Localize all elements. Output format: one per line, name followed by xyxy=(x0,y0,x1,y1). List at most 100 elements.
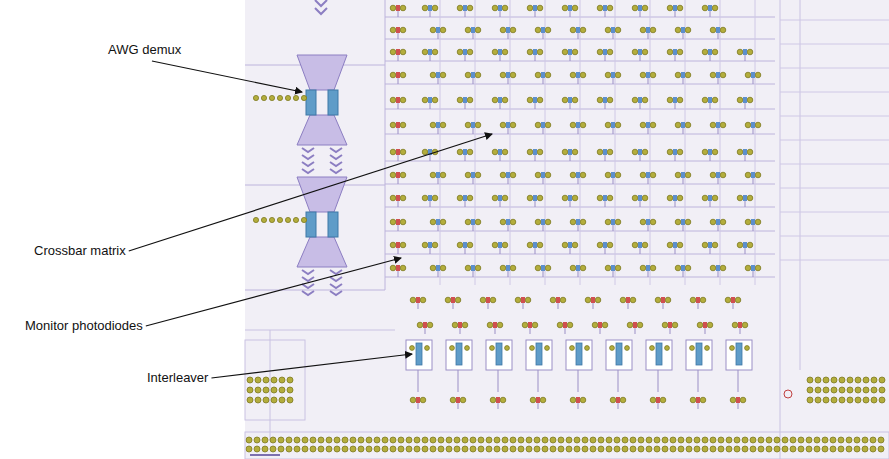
bond-pad xyxy=(410,397,416,403)
bond-pad xyxy=(590,437,596,443)
bond-pad xyxy=(430,446,436,452)
bond-pad xyxy=(285,95,290,100)
bond-pad xyxy=(615,219,621,225)
interleaver-coupler xyxy=(416,343,422,365)
bond-pad xyxy=(814,446,820,452)
waveguide xyxy=(615,0,616,285)
bond-pad xyxy=(870,446,876,452)
cell-core xyxy=(673,242,677,248)
bond-pad xyxy=(475,265,481,271)
bond-pad xyxy=(737,195,743,201)
bond-pad xyxy=(595,297,601,303)
bond-pad xyxy=(271,397,277,403)
bond-pad xyxy=(432,97,438,103)
cell-core xyxy=(396,219,400,225)
bond-pad xyxy=(572,5,578,11)
cell-core xyxy=(743,49,747,55)
bond-pad xyxy=(798,437,804,443)
bond-pad xyxy=(580,397,586,403)
bond-pad xyxy=(570,346,575,351)
bond-pad xyxy=(702,5,708,11)
bond-pad xyxy=(545,219,551,225)
bond-pad xyxy=(510,72,516,78)
bond-pad xyxy=(271,387,277,393)
bond-pad xyxy=(878,446,884,452)
cell-core xyxy=(638,97,642,103)
bond-pad xyxy=(310,446,316,452)
bond-pad xyxy=(871,397,877,403)
bond-pad xyxy=(806,437,812,443)
bond-pad xyxy=(400,219,406,225)
bond-pad xyxy=(640,122,646,128)
bond-pad xyxy=(610,397,616,403)
interleaver-frame xyxy=(686,340,712,370)
cell-core xyxy=(661,297,665,303)
cell-core xyxy=(541,172,545,178)
bond-pad xyxy=(475,122,481,128)
chip-ground xyxy=(245,0,889,459)
bond-pad xyxy=(465,172,471,178)
bond-pad xyxy=(750,446,756,452)
bond-pad xyxy=(830,437,836,443)
bond-pad xyxy=(527,49,533,55)
bond-pad xyxy=(755,265,761,271)
interleaver-coupler xyxy=(736,343,742,365)
bond-pad xyxy=(450,346,455,351)
bond-pad xyxy=(742,446,748,452)
cell-core xyxy=(656,397,660,403)
bond-pad xyxy=(502,446,508,452)
bond-pad xyxy=(870,437,876,443)
bond-pad xyxy=(263,397,269,403)
bond-pad xyxy=(592,322,598,328)
bond-pad xyxy=(625,346,630,351)
bond-pad xyxy=(790,446,796,452)
bond-pad xyxy=(702,437,708,443)
bond-pad xyxy=(622,437,628,443)
leader-arrow xyxy=(129,134,492,251)
bond-pad xyxy=(510,437,516,443)
bond-pad xyxy=(712,97,718,103)
bond-pad xyxy=(398,446,404,452)
cell-core xyxy=(708,49,712,55)
bond-pad xyxy=(566,446,572,452)
bond-pad xyxy=(863,397,869,403)
bond-pad xyxy=(685,219,691,225)
bond-pad xyxy=(642,49,648,55)
bond-pad xyxy=(702,97,708,103)
cell-core xyxy=(568,97,572,103)
bond-pad xyxy=(475,72,481,78)
cell-core xyxy=(423,322,427,328)
cell-core xyxy=(598,322,602,328)
bond-pad xyxy=(286,437,292,443)
bond-pad xyxy=(580,27,586,33)
bond-pad xyxy=(654,446,660,452)
bond-pad xyxy=(486,437,492,443)
bond-pad xyxy=(390,195,396,201)
bond-pad xyxy=(537,149,543,155)
bond-pad xyxy=(390,265,396,271)
bond-pad xyxy=(500,72,506,78)
cell-core xyxy=(576,265,580,271)
bond-pad xyxy=(246,446,252,452)
bond-pad xyxy=(637,322,643,328)
cell-core xyxy=(536,397,540,403)
cell-core xyxy=(576,397,580,403)
callout-label: Interleaver xyxy=(147,370,208,386)
bond-pad xyxy=(823,397,829,403)
bond-pad xyxy=(712,49,718,55)
bond-pad xyxy=(815,397,821,403)
bond-pad xyxy=(562,149,568,155)
waveguide xyxy=(578,370,579,392)
bond-pad xyxy=(758,437,764,443)
interleaver-frame xyxy=(406,340,432,370)
waveguide xyxy=(458,370,459,392)
bond-pad xyxy=(735,297,741,303)
cell-core xyxy=(681,122,685,128)
bond-pad xyxy=(545,172,551,178)
bond-pad xyxy=(302,446,308,452)
cell-core xyxy=(541,72,545,78)
bond-pad xyxy=(807,397,813,403)
bond-pad xyxy=(400,27,406,33)
bond-pad xyxy=(675,27,681,33)
cell-core xyxy=(696,397,700,403)
